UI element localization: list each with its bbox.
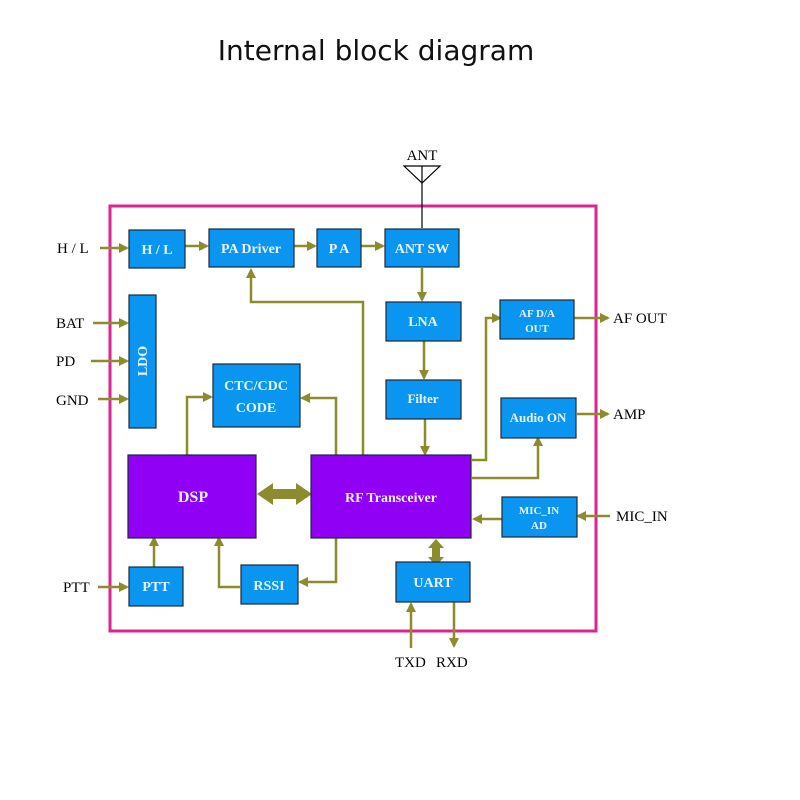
antenna-label: ANT <box>407 148 438 164</box>
block-lna-label: LNA <box>408 315 438 330</box>
block-ptt <box>128 566 184 607</box>
pin-hl: H / L <box>57 241 89 257</box>
block-mic-label-1: MIC_IN <box>519 505 559 517</box>
block-filter-label: Filter <box>407 391 438 406</box>
wire-rssi-dsp <box>214 536 240 589</box>
rf-uart-bus-arrow <box>428 539 444 566</box>
pin-txd: TXD <box>395 655 426 671</box>
wire-dsp-ctc <box>185 392 213 455</box>
block-lna <box>385 301 462 342</box>
block-ldo-label: LDO <box>136 346 151 376</box>
block-mic-label-2: AD <box>531 520 547 532</box>
block-pa-driver-label: PA Driver <box>221 242 281 257</box>
block-ctc-label-1: CTC/CDC <box>224 379 288 394</box>
block-ctc-label-2: CODE <box>236 401 276 416</box>
block-rssi <box>240 564 299 605</box>
block-af-da-out <box>499 299 575 340</box>
pin-rxd: RXD <box>436 655 468 671</box>
block-filter <box>385 379 462 420</box>
wire-rf-padriver <box>246 268 365 455</box>
block-ptt-label: PTT <box>142 580 170 595</box>
pin-gnd: GND <box>56 393 89 409</box>
block-dsp-label: DSP <box>178 489 208 506</box>
diagram-title: Internal block diagram <box>217 34 535 67</box>
pin-mic-in: MIC_IN <box>616 509 668 525</box>
block-dsp <box>127 454 257 539</box>
block-rf-label: RF Transceiver <box>345 491 437 506</box>
block-mic-in-ad <box>501 496 578 538</box>
block-hl <box>128 229 186 269</box>
pin-amp: AMP <box>613 407 646 423</box>
wire-rf-rssi <box>298 538 338 587</box>
block-pa-driver <box>208 228 295 268</box>
pin-bat: BAT <box>56 316 84 332</box>
wire-rf-ctc <box>300 393 338 455</box>
block-hl-label: H / L <box>141 243 172 258</box>
pin-ptt: PTT <box>63 580 90 596</box>
antenna-icon <box>402 165 442 228</box>
block-af-da-label-2: OUT <box>525 323 550 335</box>
block-af-da-label-1: AF D/A <box>519 308 555 320</box>
block-rf-transceiver <box>310 454 472 539</box>
wire-rf-afda <box>472 313 502 462</box>
wire-rf-audioon <box>472 436 543 480</box>
block-audio-on-label: Audio ON <box>510 410 567 425</box>
module-border <box>108 204 598 633</box>
block-ctc-cdc <box>212 363 301 428</box>
block-rssi-label: RSSI <box>253 579 284 594</box>
block-ant-sw <box>384 228 460 268</box>
block-audio-on <box>500 397 577 439</box>
block-ldo <box>128 294 157 429</box>
pin-af-out: AF OUT <box>613 311 667 327</box>
pin-pd: PD <box>56 354 75 370</box>
block-pa <box>316 228 362 268</box>
block-uart-label: UART <box>413 576 453 591</box>
block-ant-sw-label: ANT SW <box>395 242 450 257</box>
dsp-rf-bus-arrow <box>257 483 312 505</box>
block-uart <box>395 561 471 603</box>
block-pa-label: P A <box>329 242 351 257</box>
